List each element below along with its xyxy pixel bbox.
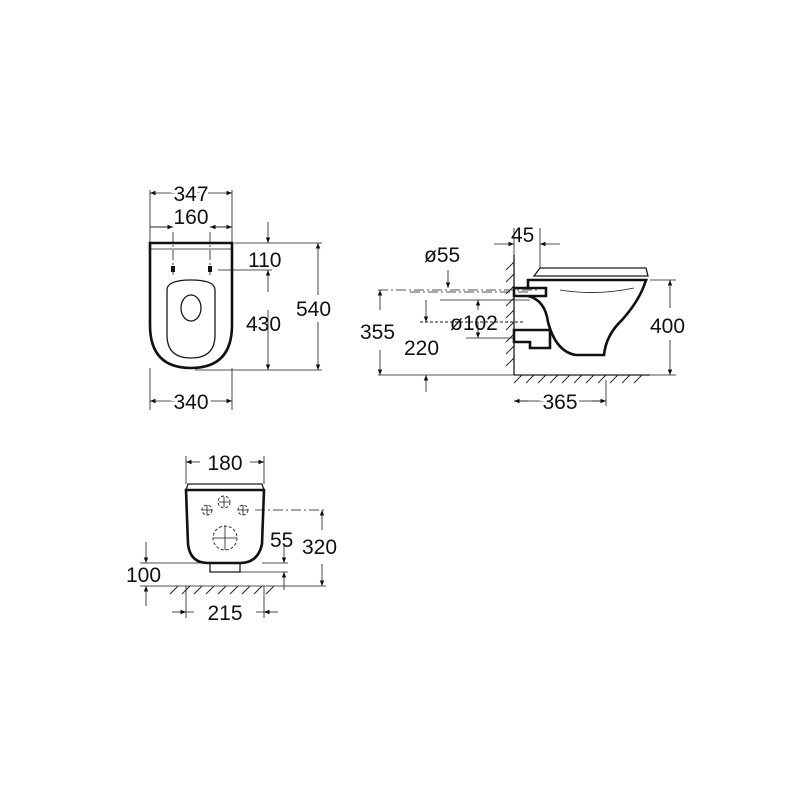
dim-outlet-diameter: ø102 (450, 312, 498, 335)
outlet-spigot (512, 328, 552, 350)
flush-hole (180, 294, 202, 322)
wall-hatch (505, 261, 515, 367)
side-view: ø55 45 ø102 355 220 400 365 (360, 224, 685, 417)
dim-projection: 365 (542, 391, 577, 414)
bowl-interior (559, 287, 635, 293)
dim-bottom-width: 215 (207, 602, 242, 625)
rear-foot (209, 563, 241, 573)
dim-rim-height: 400 (650, 315, 685, 338)
dim-outlet-height: 355 (360, 321, 395, 344)
bowl-outline (148, 241, 234, 370)
dim-top-width: 180 (207, 452, 242, 475)
dim-pipe-diameter-small: ø55 (424, 244, 460, 267)
rear-rim (185, 483, 265, 491)
dim-floor-clearance: 100 (126, 564, 161, 587)
bowl-body (526, 278, 648, 357)
front-view: 347 160 110 430 540 340 (148, 180, 331, 417)
floor-hatch (513, 374, 643, 384)
dim-wall-gap: 45 (511, 224, 534, 247)
dim-fixing-to-bottom: 430 (246, 313, 281, 336)
dim-fixing-from-top: 110 (248, 249, 281, 272)
seat-lid (532, 267, 649, 277)
bowl-opening (166, 279, 216, 359)
dim-total-length: 540 (296, 298, 331, 321)
fixing-hole-right (208, 266, 212, 272)
dim-fixing-height: 320 (302, 536, 337, 559)
dim-outlet-offset: 55 (270, 529, 293, 552)
rear-fixing-holes (201, 495, 249, 551)
fixing-hole-left (171, 266, 175, 272)
dim-inlet-height: 220 (404, 337, 439, 360)
dim-total-width: 347 (173, 183, 208, 206)
dim-fixing-spacing: 160 (173, 206, 208, 229)
rear-floor-hatch (169, 585, 275, 595)
rear-view: 180 55 320 100 215 (126, 452, 337, 625)
dim-base-width: 340 (173, 391, 208, 414)
